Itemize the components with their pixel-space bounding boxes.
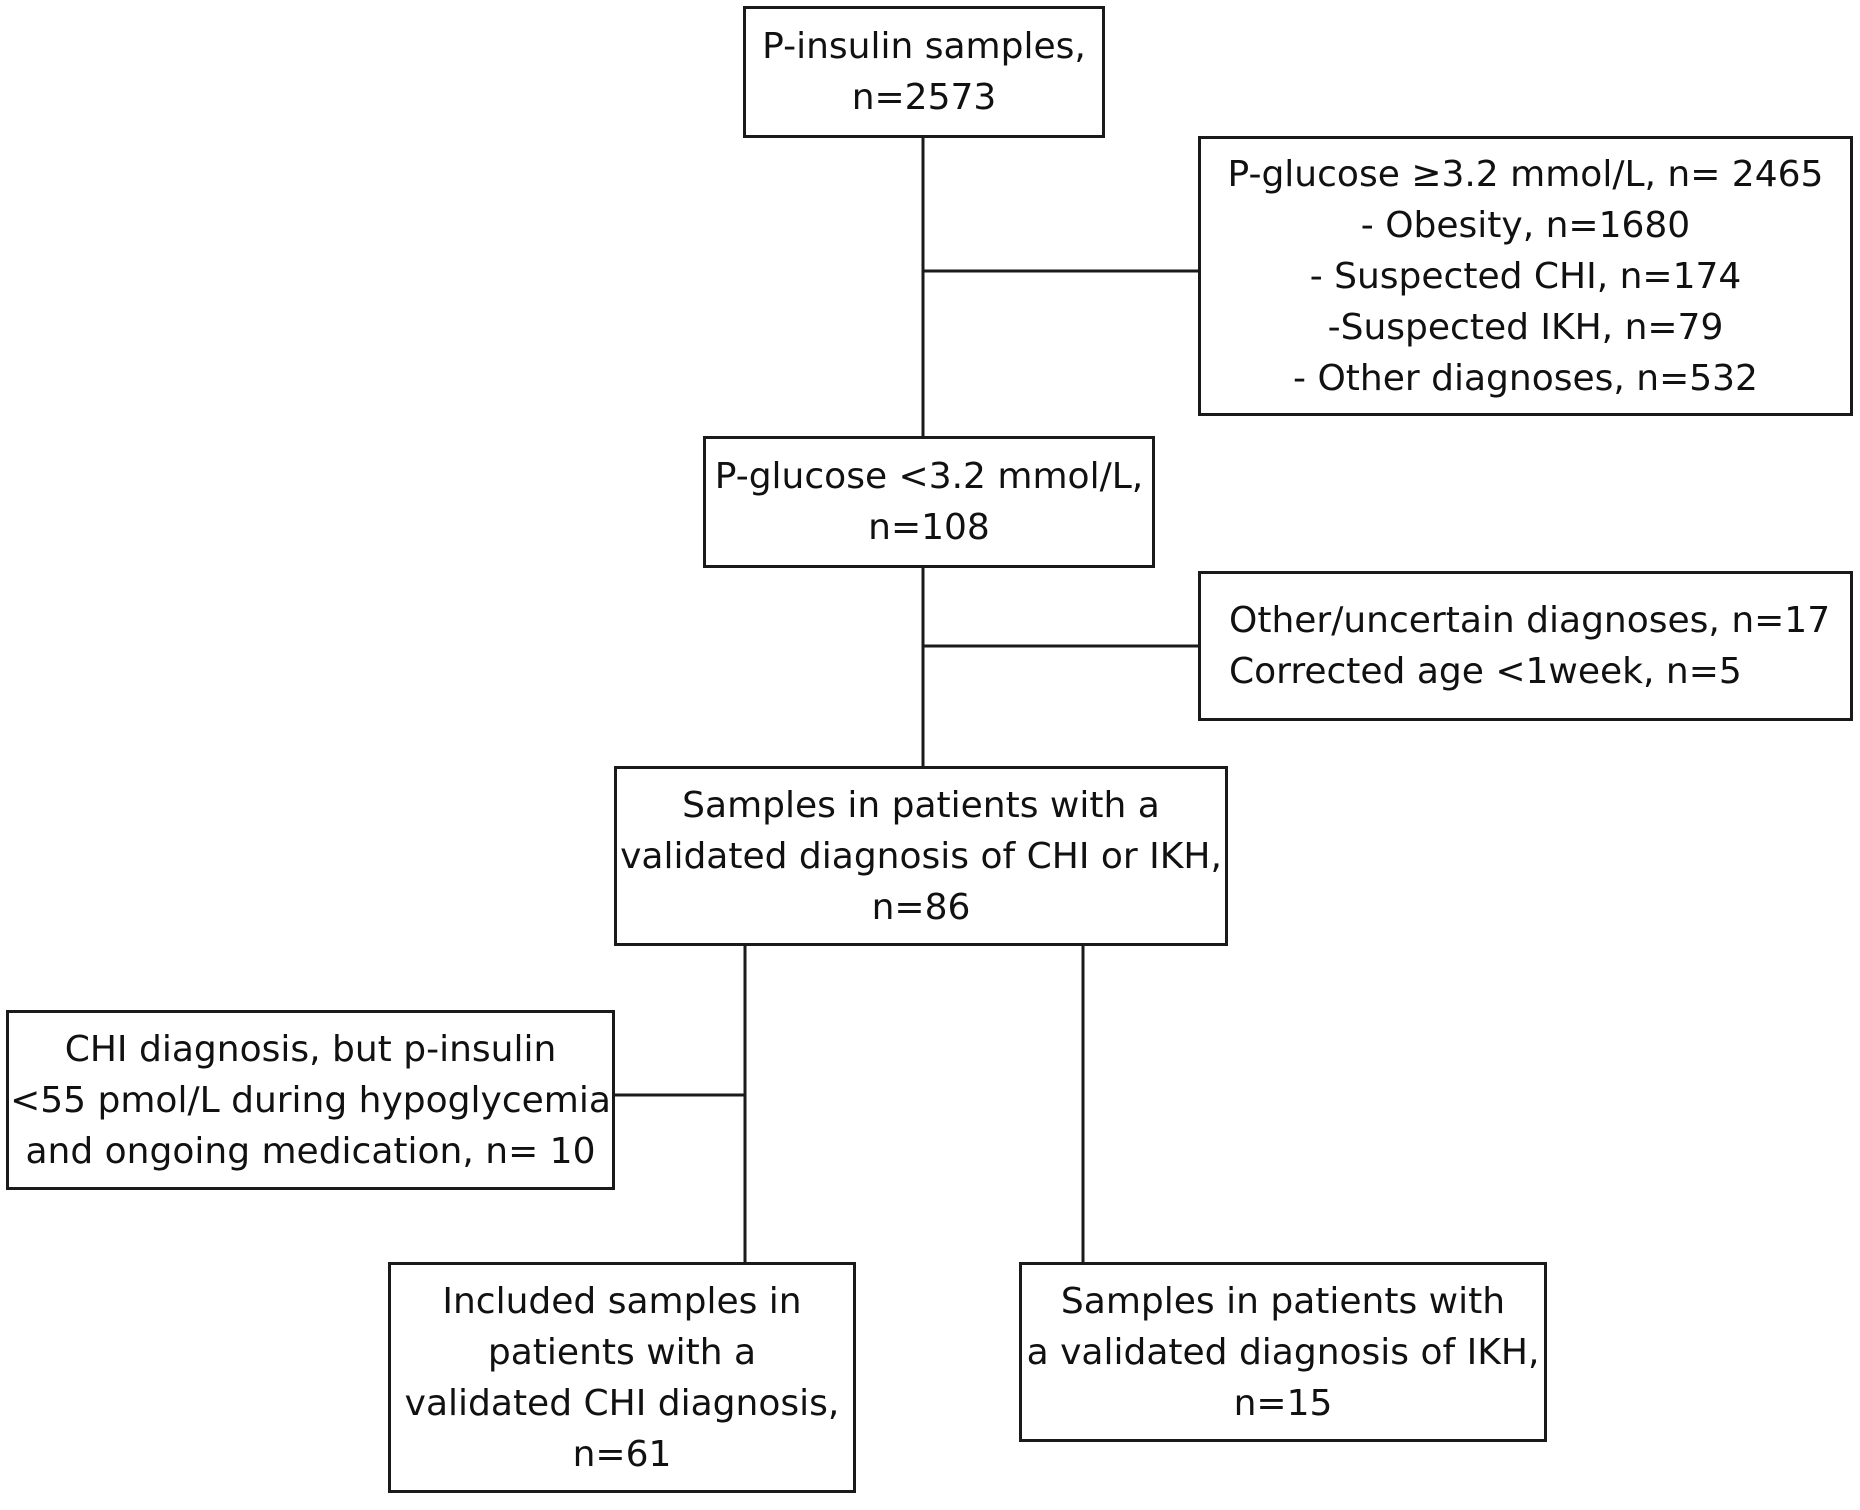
box-validated-samples: Samples in patients with a validated dia…	[614, 766, 1228, 946]
ikh-samples-line-2: a validated diagnosis of IKH,	[1026, 1331, 1540, 1373]
glucose-high-line-1: P-glucose ≥3.2 mmol/L, n= 2465	[1227, 153, 1824, 195]
included-chi-line-2: patients with a	[487, 1331, 757, 1373]
glucose-high-line-4: -Suspected IKH, n=79	[1327, 306, 1724, 348]
box-excluded-other: Other/uncertain diagnoses, n=17 Correcte…	[1198, 571, 1853, 721]
insulin-samples-line-2: n=2573	[851, 77, 997, 118]
box-insulin-samples: P-insulin samples, n=2573	[743, 6, 1105, 138]
glucose-low-line-2: n=108	[868, 507, 990, 548]
glucose-low-line-1: P-glucose <3.2 mmol/L,	[714, 456, 1144, 497]
glucose-high-line-2: - Obesity, n=1680	[1360, 204, 1691, 246]
chi-excluded-line-1: CHI diagnosis, but p-insulin	[64, 1028, 557, 1070]
box-chi-excluded: CHI diagnosis, but p-insulin <55 pmol/L …	[6, 1010, 615, 1190]
chi-excluded-line-3: and ongoing medication, n= 10	[25, 1130, 596, 1172]
ikh-samples-line-3: n=15	[1233, 1382, 1333, 1424]
chi-excluded-line-2: <55 pmol/L during hypoglycemia	[10, 1079, 611, 1121]
box-glucose-high: P-glucose ≥3.2 mmol/L, n= 2465 - Obesity…	[1198, 136, 1853, 416]
included-chi-line-4: n=61	[572, 1433, 672, 1475]
included-chi-line-1: Included samples in	[442, 1280, 802, 1322]
validated-samples-line-3: n=86	[871, 886, 971, 928]
included-chi-line-3: validated CHI diagnosis,	[404, 1382, 840, 1424]
glucose-high-line-5: - Other diagnoses, n=532	[1293, 357, 1758, 399]
insulin-samples-line-1: P-insulin samples,	[762, 26, 1086, 67]
box-glucose-low: P-glucose <3.2 mmol/L, n=108	[703, 436, 1155, 568]
validated-samples-line-1: Samples in patients with a	[682, 784, 1160, 826]
validated-samples-line-2: validated diagnosis of CHI or IKH,	[620, 835, 1222, 877]
ikh-samples-line-1: Samples in patients with	[1060, 1280, 1506, 1322]
box-included-chi: Included samples in patients with a vali…	[388, 1262, 856, 1493]
glucose-high-line-3: - Suspected CHI, n=174	[1309, 255, 1742, 297]
box-ikh-samples: Samples in patients with a validated dia…	[1019, 1262, 1547, 1442]
excluded-other-line-1: Other/uncertain diagnoses, n=17	[1229, 600, 1831, 641]
excluded-other-line-2: Corrected age <1week, n=5	[1229, 651, 1742, 692]
